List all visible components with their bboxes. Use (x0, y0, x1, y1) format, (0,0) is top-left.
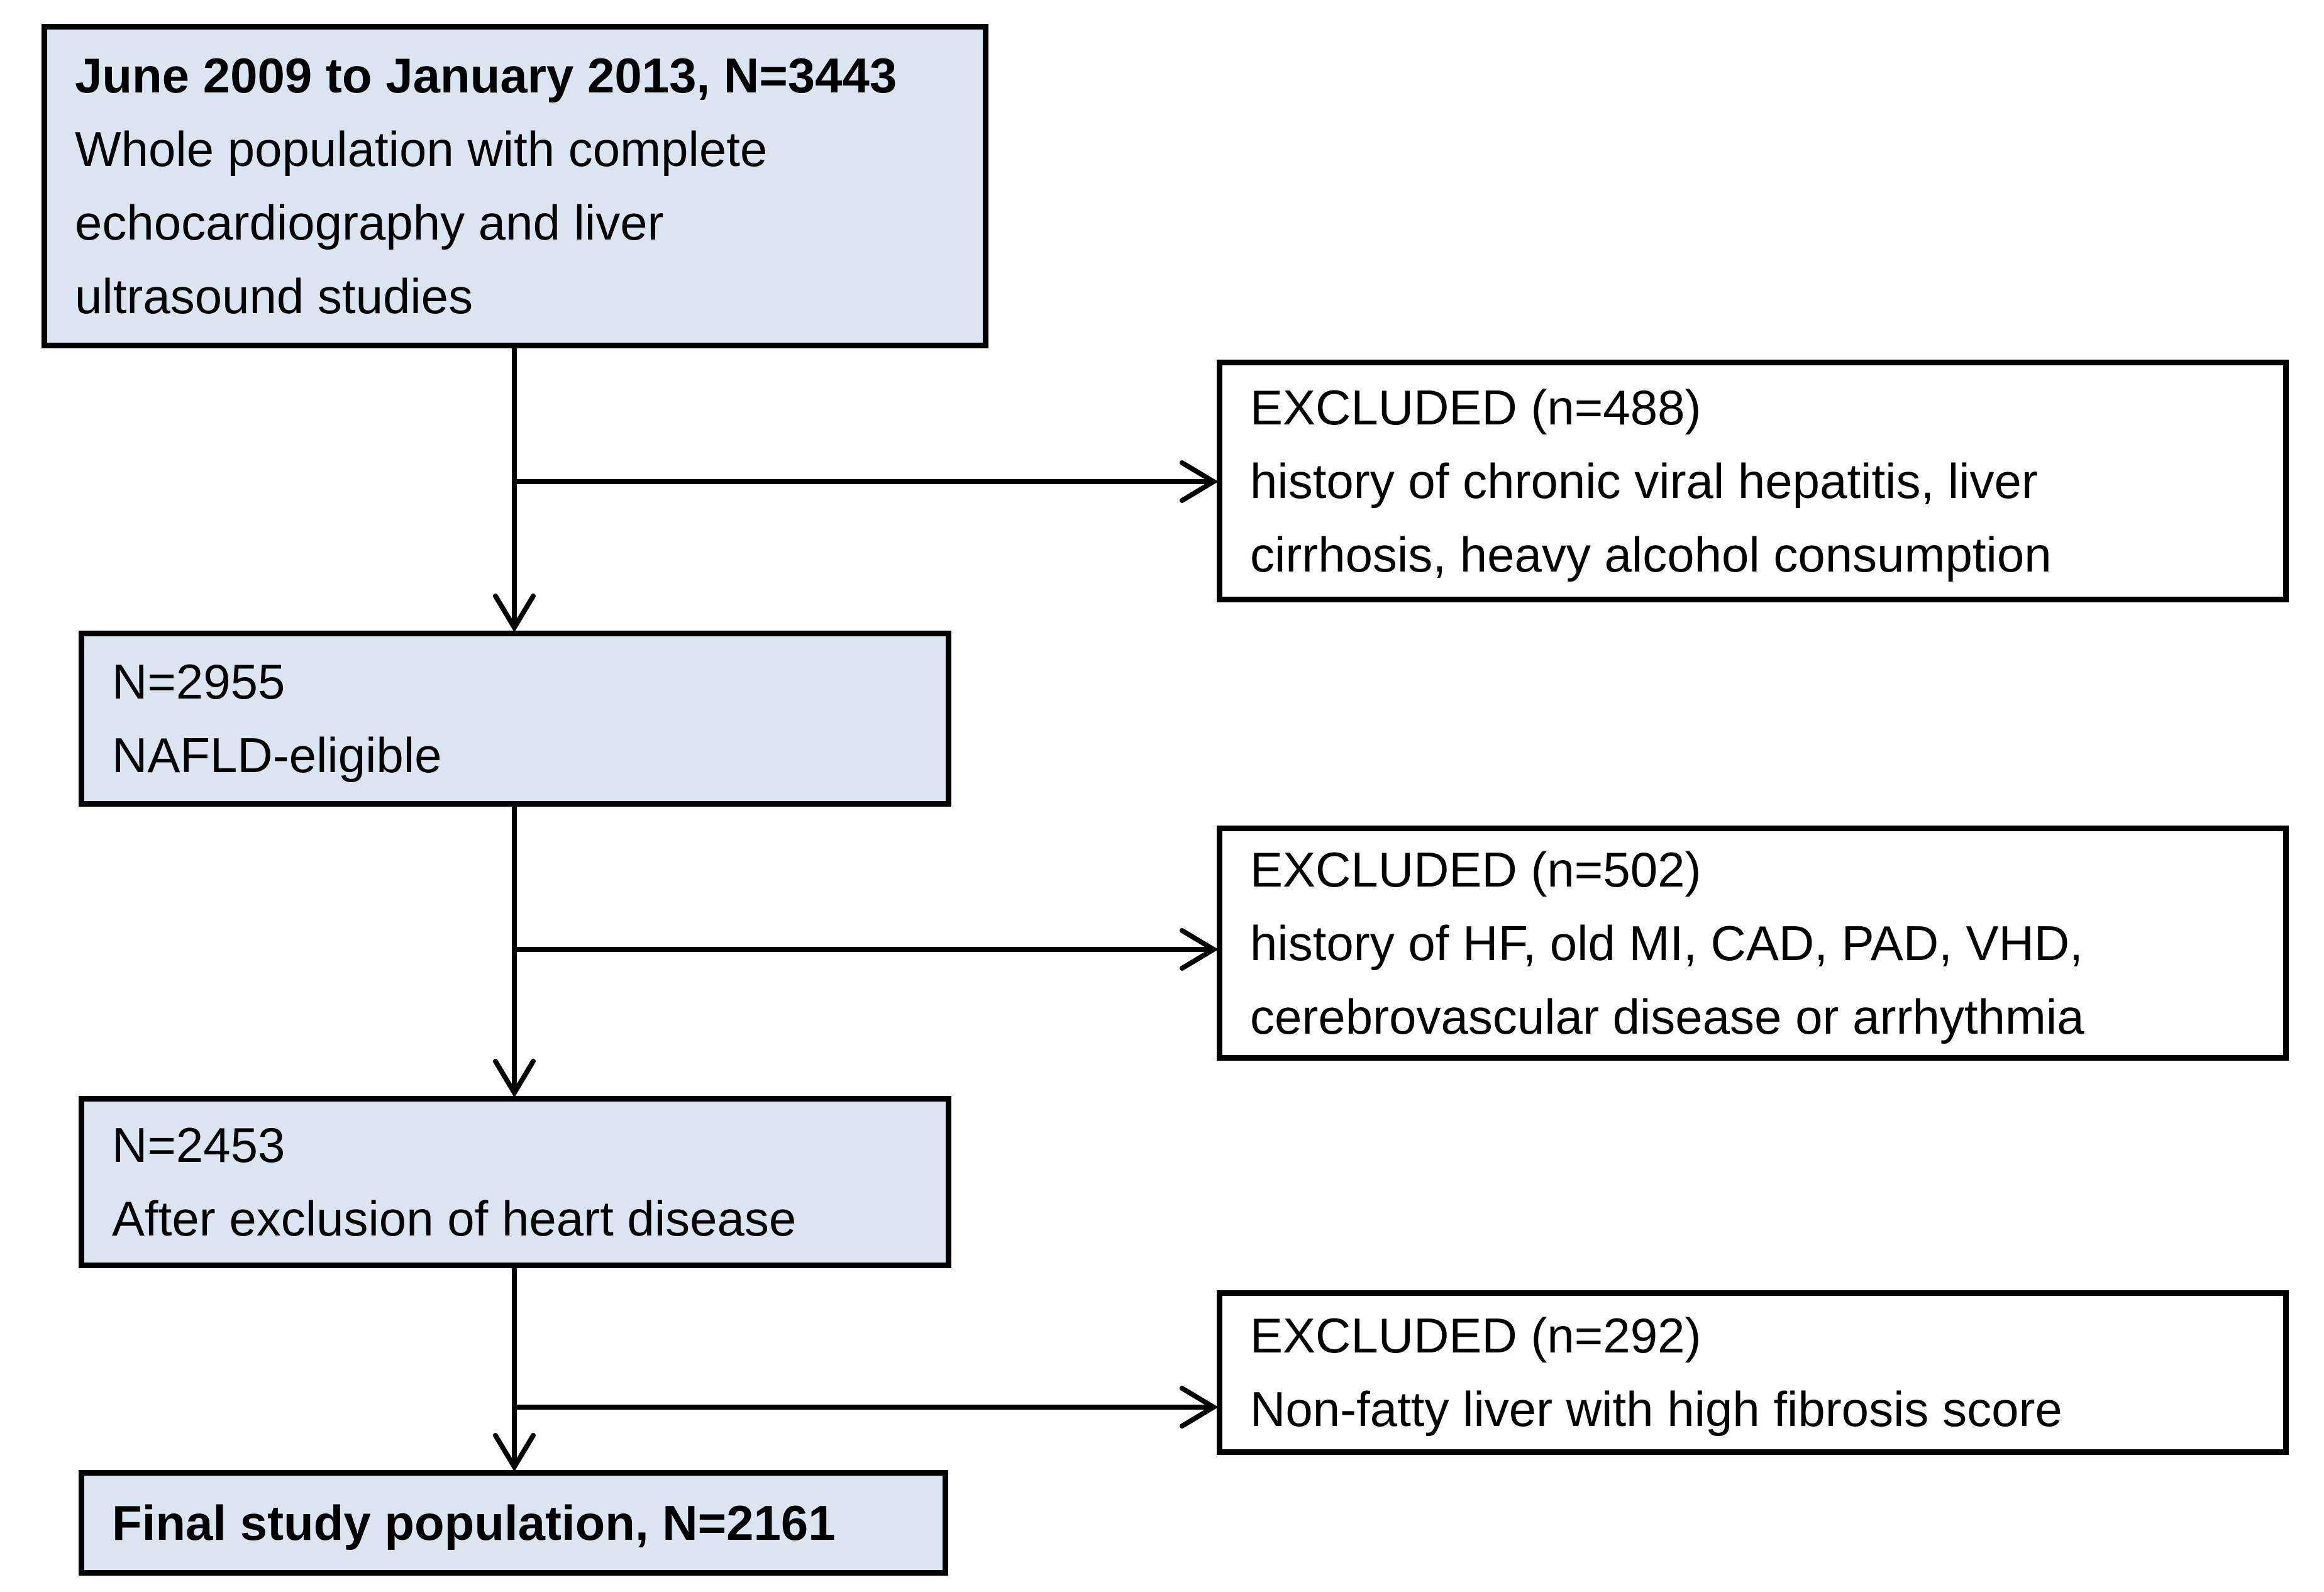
final-population-box: Final study population, N=2161 (79, 1470, 948, 1576)
population-box-text: Whole population with complete (75, 121, 768, 177)
final-box-label: Final study population, N=2161 (112, 1495, 836, 1551)
arrowhead-down-icon (493, 1433, 536, 1472)
excluded-502-box: EXCLUDED (n=502) history of HF, old MI, … (1217, 826, 2289, 1061)
excluded-292-box: EXCLUDED (n=292) Non-fatty liver with hi… (1217, 1290, 2289, 1455)
nafld-box-n: N=2955 (112, 654, 285, 709)
flow-arrow-to-excluded-488 (512, 460, 1219, 503)
excluded-502-reason: history of HF, old MI, CAD, PAD, VHD, (1250, 915, 2083, 971)
population-box: June 2009 to January 2013, N=3443 Whole … (42, 24, 988, 348)
arrowhead-down-icon (493, 594, 536, 633)
heart-box-label: After exclusion of heart disease (112, 1191, 797, 1246)
population-box-title: June 2009 to January 2013, N=3443 (75, 48, 897, 103)
flow-arrow-to-excluded-292 (512, 1386, 1219, 1429)
arrowhead-right-icon (1180, 928, 1219, 971)
excluded-488-box: EXCLUDED (n=488) history of chronic vira… (1217, 360, 2289, 602)
heart-disease-excluded-box: N=2453 After exclusion of heart disease (79, 1096, 951, 1268)
population-box-text: echocardiography and liver (75, 195, 664, 250)
excluded-502-title: EXCLUDED (n=502) (1250, 841, 1702, 897)
arrowhead-down-icon (493, 1059, 536, 1098)
excluded-292-reason: Non-fatty liver with high fibrosis score (1250, 1381, 2062, 1437)
excluded-488-title: EXCLUDED (n=488) (1250, 379, 1702, 435)
flow-arrow-heart-to-final (493, 1266, 536, 1472)
heart-box-n: N=2453 (112, 1117, 285, 1173)
excluded-488-reason: history of chronic viral hepatitis, live… (1250, 453, 2038, 509)
excluded-488-reason: cirrhosis, heavy alcohol consumption (1250, 526, 2052, 582)
flow-arrow-to-excluded-502 (512, 928, 1219, 971)
excluded-292-title: EXCLUDED (n=292) (1250, 1308, 1702, 1363)
flow-arrow-population-to-nafld (493, 346, 536, 633)
excluded-502-reason: cerebrovascular disease or arrhythmia (1250, 988, 2084, 1044)
nafld-eligible-box: N=2955 NAFLD-eligible (79, 631, 951, 807)
population-box-text: ultrasound studies (75, 268, 473, 324)
arrowhead-right-icon (1180, 1386, 1219, 1429)
nafld-box-label: NAFLD-eligible (112, 727, 442, 783)
arrowhead-right-icon (1180, 460, 1219, 503)
